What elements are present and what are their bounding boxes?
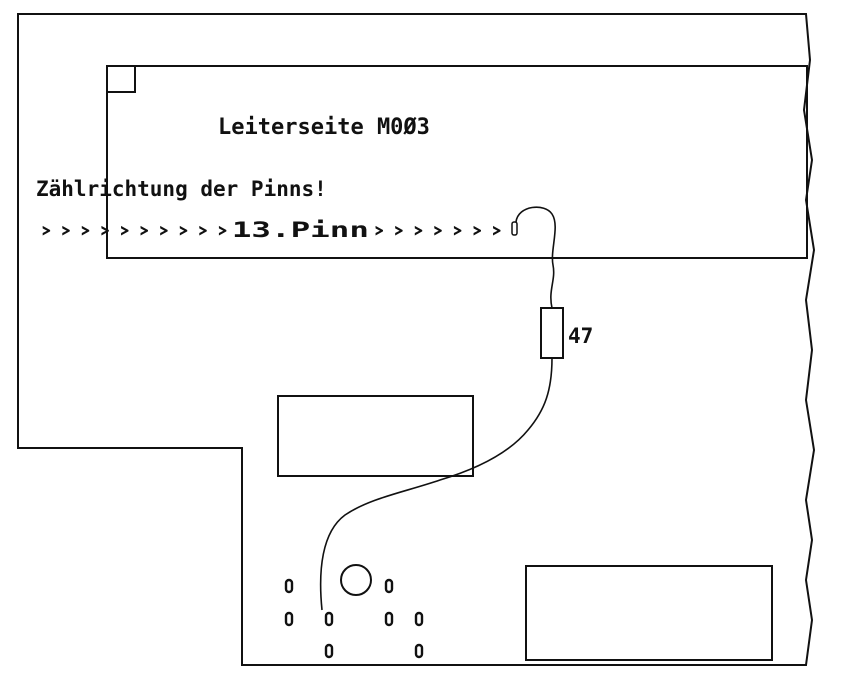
solder-pad xyxy=(384,611,394,627)
solder-pad xyxy=(284,578,294,594)
wire-resistor-to-pin xyxy=(319,357,553,611)
board-outline xyxy=(17,13,816,666)
solder-pads xyxy=(284,578,424,659)
diagram-title: Leiterseite M0Ø3 xyxy=(218,115,430,140)
ic-footprint-lower xyxy=(525,565,773,661)
resistor xyxy=(540,307,564,359)
resistor-value-label: 47 xyxy=(568,324,593,348)
solder-pad xyxy=(324,611,334,627)
wire-pin13-to-resistor xyxy=(515,206,556,309)
solder-pad xyxy=(284,611,294,627)
pin-13-marker xyxy=(511,221,518,236)
pin-direction-note: Zählrichtung der Pinns! xyxy=(36,177,327,201)
solder-pad xyxy=(414,611,424,627)
solder-pad xyxy=(384,578,394,594)
ic-footprint-upper xyxy=(277,395,474,477)
solder-pad xyxy=(414,643,424,659)
component-panel xyxy=(106,65,808,259)
pin-13-arrow-line: ››››››››››13.Pinn››››››› xyxy=(36,218,506,242)
round-component xyxy=(340,564,372,596)
solder-pad xyxy=(324,643,334,659)
corner-marker-square xyxy=(106,65,136,93)
